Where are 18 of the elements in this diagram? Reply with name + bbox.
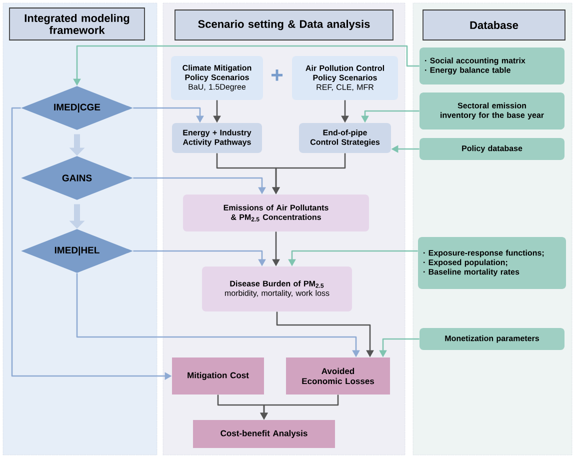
process-box: Sectoral emission inventory for the base year	[420, 92, 564, 130]
result-box: Cost-benefit Analysis	[193, 420, 335, 448]
process-box: Emissions of Air Pollutants & PM$_{2.5}$ Concentrations	[183, 194, 369, 232]
data-box: · Exposure-response functions; · Exposed population; · Baseline mortality rates	[418, 237, 566, 289]
scenario-box: Climate Mitigation Policy Scenarios BaU, 1.5Degree	[171, 56, 263, 100]
plus-sign: +	[272, 70, 283, 81]
scenario-box: Disease Burden of PM$_{2.5}$ morbidity, mortality, work loss	[202, 266, 352, 312]
result-box: Avoided Economic Losses	[286, 358, 390, 394]
panel-header: Database	[422, 10, 566, 40]
scenario-box: Air Pollution Control Policy Scenarios REF, CLE, MFR	[292, 56, 398, 100]
process-box: Policy database	[420, 138, 564, 160]
panel-header: Integrated modeling framework	[9, 8, 145, 40]
process-box: Energy + Industry Activity Pathways	[172, 123, 262, 153]
panel-header: Scenario setting & Data analysis	[174, 10, 394, 40]
process-box: End-of-pipe Control Strategies	[299, 123, 391, 153]
result-box: Mitigation Cost	[172, 358, 264, 394]
data-box: · Social accounting matrix · Energy balance table	[420, 48, 564, 84]
process-box: Monetization parameters	[420, 328, 564, 350]
